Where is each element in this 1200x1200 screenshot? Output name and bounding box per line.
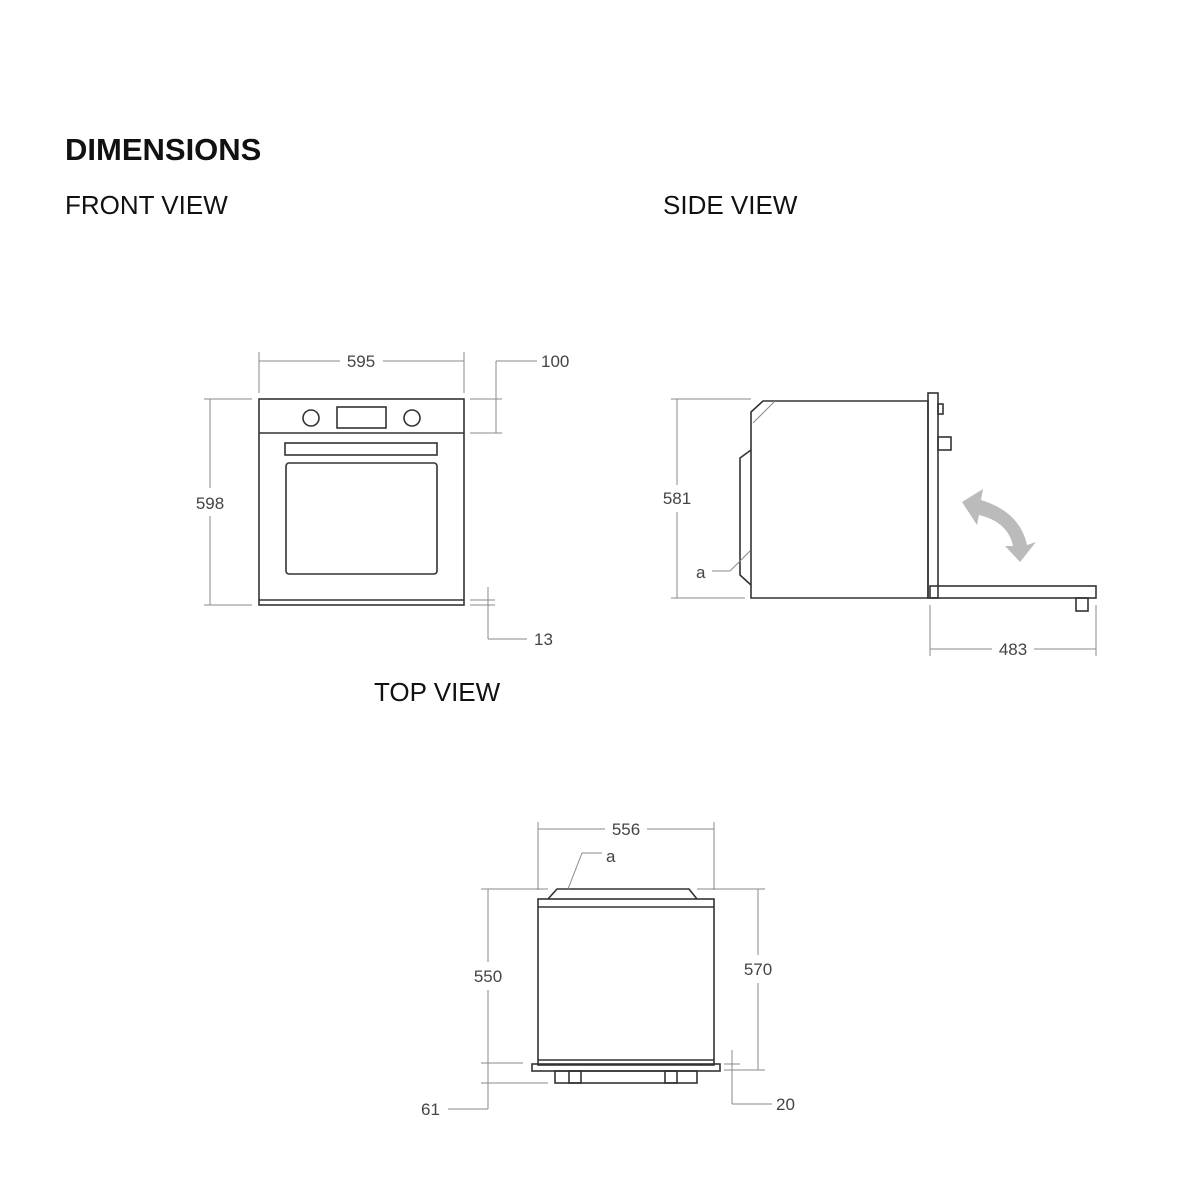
top-view-drawing: 556 a 550 61 570 20 — [421, 820, 795, 1119]
panel-height-label: 100 — [541, 352, 569, 371]
top-view-heading: TOP VIEW — [374, 677, 501, 707]
bottom-gap-label: 13 — [534, 630, 553, 649]
top-depth-label: 550 — [474, 967, 502, 986]
door-handle — [284, 442, 438, 456]
front-height-label: 598 — [196, 494, 224, 513]
door-open-depth-label: 483 — [999, 640, 1027, 659]
open-door — [929, 585, 1097, 599]
side-view-drawing: 581 a 483 — [663, 392, 1097, 659]
display — [336, 406, 387, 429]
side-callout-a: a — [696, 563, 706, 582]
top-width-label: 556 — [612, 820, 640, 839]
front-view-drawing: 595 100 598 13 — [196, 352, 569, 649]
oven-window — [285, 462, 438, 575]
side-view-heading: SIDE VIEW — [663, 190, 798, 220]
knob-left — [302, 409, 320, 427]
front-depth-label: 61 — [421, 1100, 440, 1119]
side-height-label: 581 — [663, 489, 691, 508]
front-width-label: 595 — [347, 352, 375, 371]
panel-depth-label: 20 — [776, 1095, 795, 1114]
knob-right — [403, 409, 421, 427]
top-callout-a: a — [606, 847, 616, 866]
door-swing-arrow-icon — [962, 489, 1036, 562]
total-depth-label: 570 — [744, 960, 772, 979]
front-view-heading: FRONT VIEW — [65, 190, 228, 220]
page-title: DIMENSIONS — [65, 132, 262, 167]
